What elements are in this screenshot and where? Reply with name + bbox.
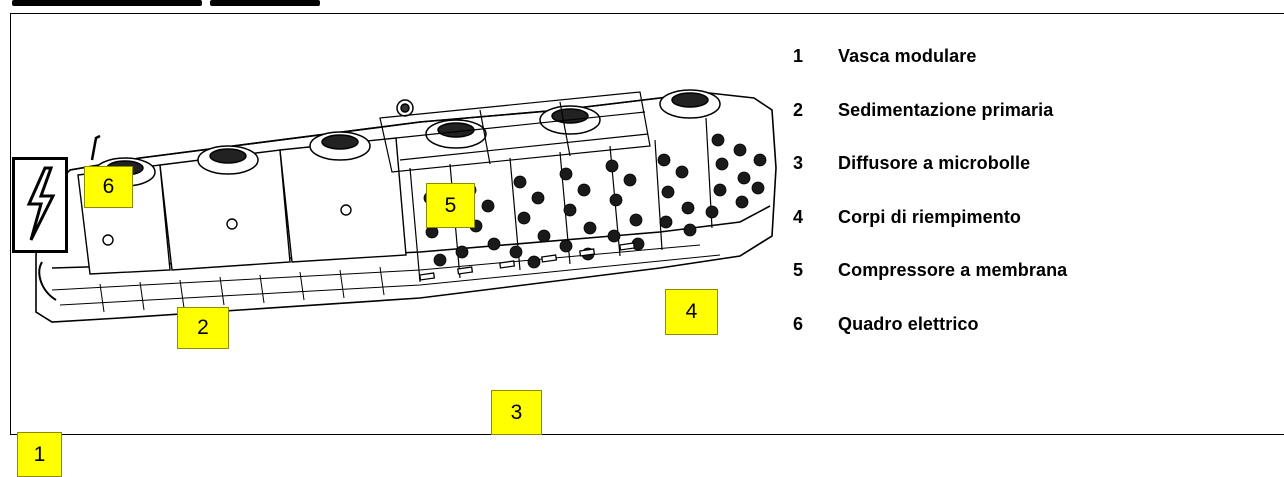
legend-number: 2	[793, 99, 804, 120]
callout-4: 4	[665, 289, 718, 335]
cable	[90, 134, 101, 161]
legend-item: 5 Compressore a membrana	[793, 244, 1067, 298]
manhole-covers	[94, 89, 721, 187]
legend-item: 2 Sedimentazione primaria	[793, 84, 1067, 138]
legend-label: Vasca modulare	[838, 46, 977, 67]
legend-label: Compressore a membrana	[838, 260, 1068, 281]
aeration-frame	[379, 91, 651, 173]
legend-number: 5	[793, 260, 804, 281]
callout-2: 2	[177, 307, 229, 349]
bottom-ribs	[99, 266, 385, 313]
inlet-pipe	[38, 261, 57, 301]
legend-item: 1 Vasca modulare	[793, 30, 1067, 84]
diagram-frame	[10, 13, 1284, 435]
legend-number: 3	[793, 153, 804, 174]
vent-fitting	[396, 99, 414, 117]
legend-item: 4 Corpi di riempimento	[793, 191, 1067, 245]
legend-number: 6	[793, 313, 804, 334]
diffuser-tubes	[419, 242, 636, 281]
cropped-heading	[12, 0, 320, 6]
callout-3: 3	[491, 390, 542, 435]
legend-number: 1	[793, 46, 804, 67]
compartment-panels	[77, 137, 407, 275]
component-legend: 1 Vasca modulare 2 Sedimentazione primaria…	[793, 30, 1067, 351]
electrical-panel-symbol	[12, 157, 68, 253]
callout-1: 1	[17, 432, 62, 477]
lightning-icon	[26, 166, 56, 241]
legend-number: 4	[793, 206, 804, 227]
legend-label: Corpi di riempimento	[838, 206, 1022, 227]
legend-label: Quadro elettrico	[838, 313, 979, 334]
callout-5: 5	[426, 183, 475, 228]
legend-label: Diffusore a microbolle	[838, 153, 1031, 174]
legend-item: 3 Diffusore a microbolle	[793, 137, 1067, 191]
filling-bodies	[423, 133, 767, 269]
legend-label: Sedimentazione primaria	[838, 99, 1054, 120]
legend-item: 6 Quadro elettrico	[793, 298, 1067, 352]
callout-6: 6	[84, 166, 133, 208]
